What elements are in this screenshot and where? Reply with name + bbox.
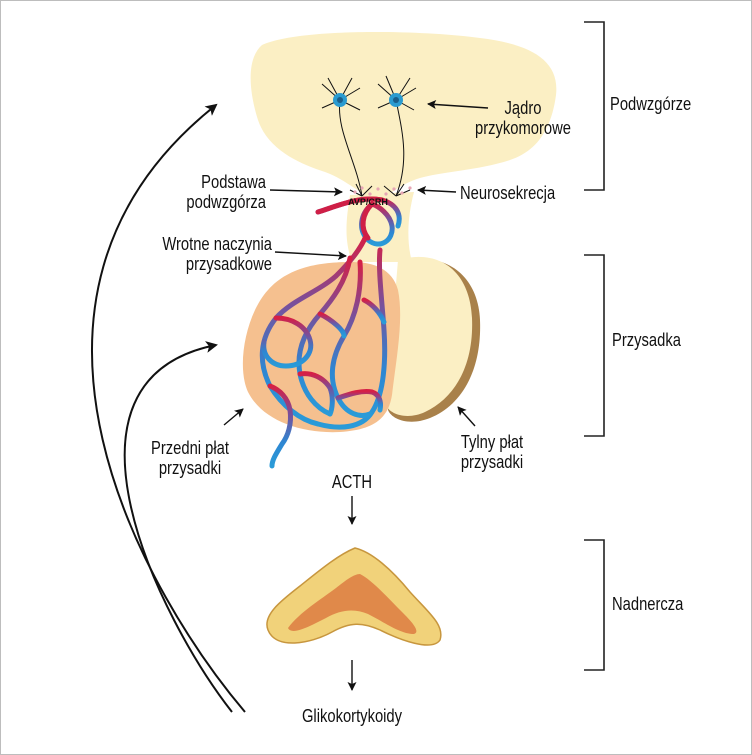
region-brackets [584, 22, 604, 670]
arrow-tylny [458, 407, 475, 426]
label-przysadka: Przysadka [612, 330, 681, 350]
label-przedni-plat: Przedni płat przysadki [141, 438, 239, 478]
label-neurosekrecja: Neurosekrecja [460, 183, 555, 203]
label-podstawa-podwzgorza: Podstawa podwzgórza [146, 172, 266, 212]
arrow-wrotne [275, 252, 346, 256]
arrow-neurosekrecja [418, 190, 456, 192]
arrow-podstawa [270, 190, 342, 192]
label-jadro-przykomorowe: Jądro przykomorowe [470, 98, 577, 138]
avp-crh-label: AVP/CRH [348, 197, 388, 207]
label-wrotne-naczynia: Wrotne naczynia przysadkowe [116, 234, 272, 274]
label-tylny-plat: Tylny płat przysadki [443, 432, 541, 472]
label-glikokortykoidy: Glikokortykoidy [286, 706, 417, 726]
label-acth: ACTH [311, 472, 393, 492]
arrow-przedni [224, 409, 243, 425]
label-nadnercza: Nadnercza [612, 594, 683, 614]
label-podwzgorze: Podwzgórze [610, 94, 691, 114]
feedback-arrow-pituitary [125, 345, 232, 712]
